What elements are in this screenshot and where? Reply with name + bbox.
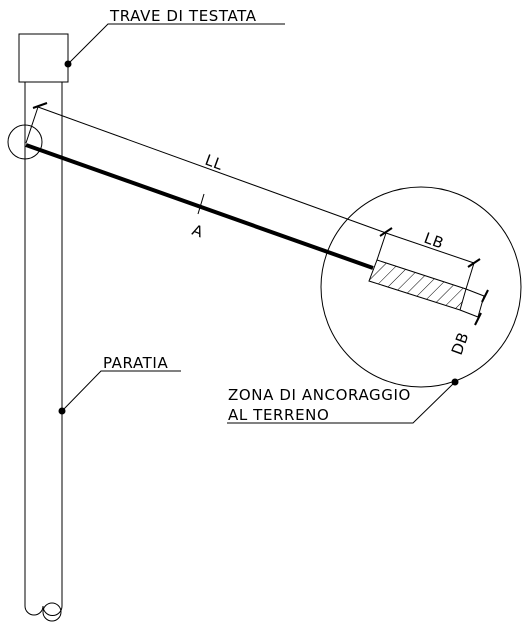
leader-paratia-dot (58, 407, 66, 415)
leader-zona-dot (451, 378, 459, 386)
tie-rod (25, 143, 374, 270)
label-ll: LL (203, 151, 226, 174)
grout-bulb (368, 259, 467, 311)
leader-zona (227, 381, 456, 424)
anchor-head-circle (7, 124, 43, 160)
label-trave-di-testata: TRAVE DI TESTATA (109, 7, 257, 25)
capping-beam (18, 33, 69, 83)
label-zona-line2: AL TERRENO (228, 406, 329, 424)
lb-dimension (376, 232, 481, 290)
section-mark-a (197, 193, 205, 215)
db-dimension (459, 288, 489, 326)
label-zona-line1: ZONA DI ANCORAGGIO (228, 386, 411, 404)
label-db: DB (448, 330, 473, 358)
anchorage-zone-circle (320, 186, 522, 388)
label-lb: LB (422, 229, 447, 253)
leader-trave (67, 23, 285, 65)
leader-paratia (61, 370, 181, 412)
diaphragm-wall (24, 82, 63, 622)
label-paratia: PARATIA (103, 354, 168, 372)
label-a: A (190, 221, 206, 242)
ll-dimension (25, 102, 393, 237)
leader-trave-dot (64, 60, 72, 68)
